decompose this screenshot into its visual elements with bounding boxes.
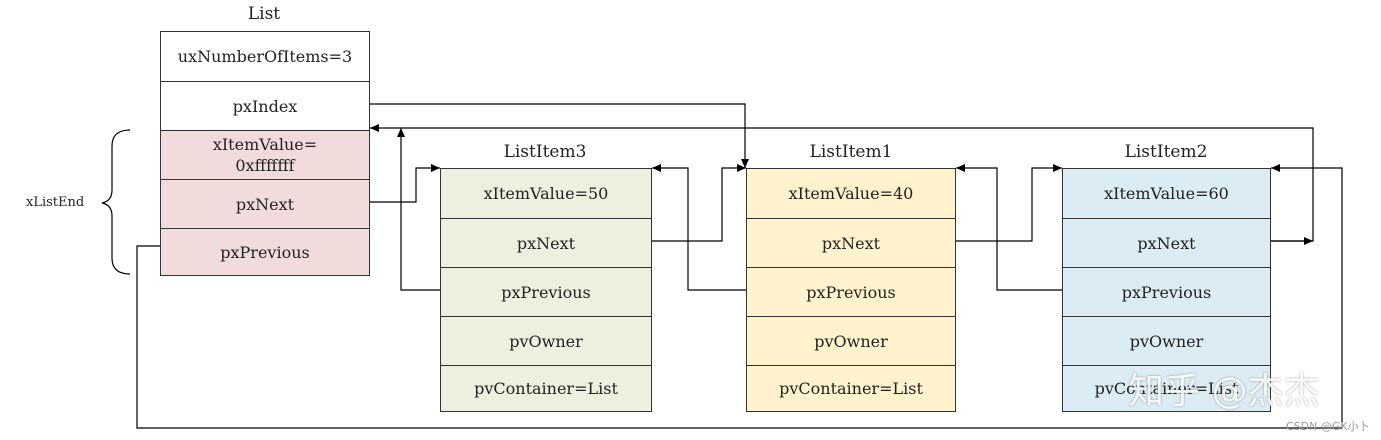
list-end-previous: pxPrevious: [161, 228, 369, 275]
list-end-item-value: xItemValue= 0xfffffff: [161, 130, 369, 179]
arrow-listitem1-next-to-listitem2: [956, 164, 1062, 242]
xlistend-brace: [101, 129, 131, 275]
listitem1-container: pvContainer=List: [747, 365, 955, 411]
list-title: List: [247, 4, 281, 24]
listitem3-previous: pxPrevious: [441, 267, 651, 316]
list-field-index: pxIndex: [161, 81, 369, 130]
listitem3-next: pxNext: [441, 218, 651, 267]
listitem3-box: xItemValue=50 pxNext pxPrevious pvOwner …: [440, 168, 652, 412]
arrow-listend-next-to-listitem3: [370, 164, 440, 203]
arrow-listitem3-prev-to-listend: [397, 128, 440, 291]
listitem3-container: pvContainer=List: [441, 365, 651, 411]
listitem2-previous: pxPrevious: [1063, 267, 1270, 316]
listitem1-previous: pxPrevious: [747, 267, 955, 316]
arrow-listend-prev-to-listitem2: [136, 164, 1343, 429]
listitem3-item-value: xItemValue=50: [483, 184, 609, 203]
listitem2-next: pxNext: [1063, 218, 1270, 267]
arrow-pxindex-to-listitem1: [370, 103, 749, 168]
listitem2-item-value: xItemValue=60: [1104, 184, 1229, 203]
arrow-listitem3-next-to-listitem1: [652, 164, 746, 242]
watermark-csdn: CSDN @GK小卜: [1286, 420, 1370, 433]
listitem2-title: ListItem2: [1124, 142, 1208, 162]
watermark-zhihu: 知乎 @杰杰: [1128, 371, 1320, 412]
listitem3-title: ListItem3: [503, 142, 587, 162]
listitem1-owner: pvOwner: [747, 316, 955, 365]
list-field-count: uxNumberOfItems=3: [177, 47, 353, 66]
listitem1-item-value: xItemValue=40: [788, 184, 914, 203]
listitem2-owner: pvOwner: [1063, 316, 1270, 365]
list-end-next: pxNext: [161, 179, 369, 228]
arrow-listitem2-prev-to-listitem1: [956, 164, 1062, 291]
xlistend-label: xListEnd: [26, 195, 85, 210]
listitem2-container: pvContainer=List: [1063, 365, 1270, 411]
listitem1-box: xItemValue=40 pxNext pxPrevious pvOwner …: [746, 168, 956, 412]
listitem3-owner: pvOwner: [441, 316, 651, 365]
listitem1-title: ListItem1: [809, 142, 893, 162]
listitem2-box: xItemValue=60 pxNext pxPrevious pvOwner …: [1062, 168, 1271, 412]
list-box: uxNumberOfItems=3 pxIndex xItemValue= 0x…: [160, 31, 370, 276]
arrow-listitem1-prev-to-listitem3: [652, 164, 746, 291]
listitem1-next: pxNext: [747, 218, 955, 267]
